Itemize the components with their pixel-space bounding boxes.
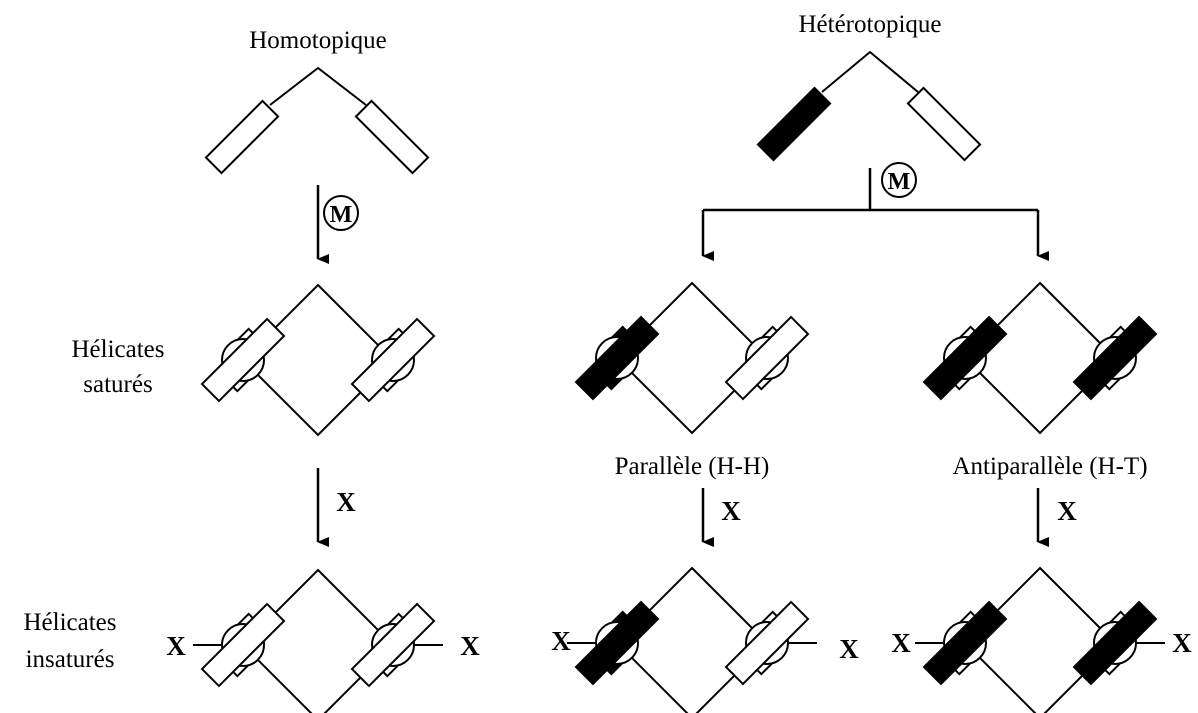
arrow-heterotopic-split: M xyxy=(701,162,1049,261)
arrow-antiparallel-x: X xyxy=(1036,488,1077,547)
svg-text:X: X xyxy=(551,626,571,656)
svg-text:X: X xyxy=(336,487,356,517)
homotopic-saturated-helicate xyxy=(200,283,436,437)
svg-text:M: M xyxy=(330,202,353,228)
label-helicates-satures-2: saturés xyxy=(83,371,152,398)
homotopic-unsaturated-helicate: X X xyxy=(166,568,480,713)
title-homotopique: Homotopique xyxy=(249,27,387,54)
label-helicates-insatures-2: insaturés xyxy=(26,646,115,673)
label-helicates-insatures-1: Hélicates xyxy=(23,609,116,636)
label-parallele: Parallèle (H-H) xyxy=(615,453,770,480)
label-antiparallele: Antiparallèle (H-T) xyxy=(952,453,1147,480)
antiparallel-saturated-helicate xyxy=(922,281,1158,435)
homotopic-ligand xyxy=(204,66,430,175)
parallel-unsaturated-helicate: X X xyxy=(551,566,859,713)
label-helicates-satures-1: Hélicates xyxy=(71,336,164,363)
svg-text:X: X xyxy=(891,628,911,658)
heterotopic-ligand xyxy=(756,50,982,162)
arrow-homotopic-x: X xyxy=(316,468,356,547)
svg-text:X: X xyxy=(839,634,859,664)
svg-text:M: M xyxy=(888,169,911,195)
svg-text:X: X xyxy=(460,631,480,661)
svg-text:X: X xyxy=(166,631,186,661)
svg-text:X: X xyxy=(1057,496,1077,526)
svg-text:X: X xyxy=(721,496,741,526)
parallel-saturated-helicate xyxy=(574,281,810,435)
title-heterotopique: Hétérotopique xyxy=(798,11,941,38)
svg-text:X: X xyxy=(1172,628,1192,658)
arrow-homotopic-metal: M xyxy=(316,185,359,264)
arrow-parallel-x: X xyxy=(701,488,741,547)
antiparallel-unsaturated-helicate: X X xyxy=(891,566,1192,713)
